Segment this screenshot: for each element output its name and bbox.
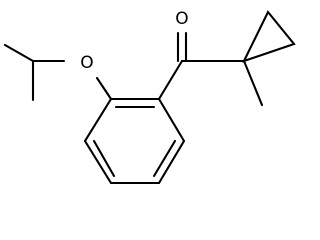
isopropyl-methyl-bond-upper bbox=[3, 43, 35, 63]
carbonyl-oxygen-label: O bbox=[175, 9, 188, 29]
cyclopropane-ring bbox=[241, 10, 296, 63]
ring-double-bond-left bbox=[92, 139, 116, 178]
ether-oxygen-label: O bbox=[80, 53, 93, 73]
ring-to-carbonyl-bond bbox=[157, 59, 184, 101]
benzene-ring bbox=[83, 97, 186, 185]
oxygen-to-ring-bond bbox=[95, 76, 113, 101]
cyclopropyl-methyl-bond bbox=[242, 59, 264, 107]
ring-double-bond-right bbox=[152, 139, 177, 178]
molecule-diagram: O O bbox=[3, 9, 296, 185]
